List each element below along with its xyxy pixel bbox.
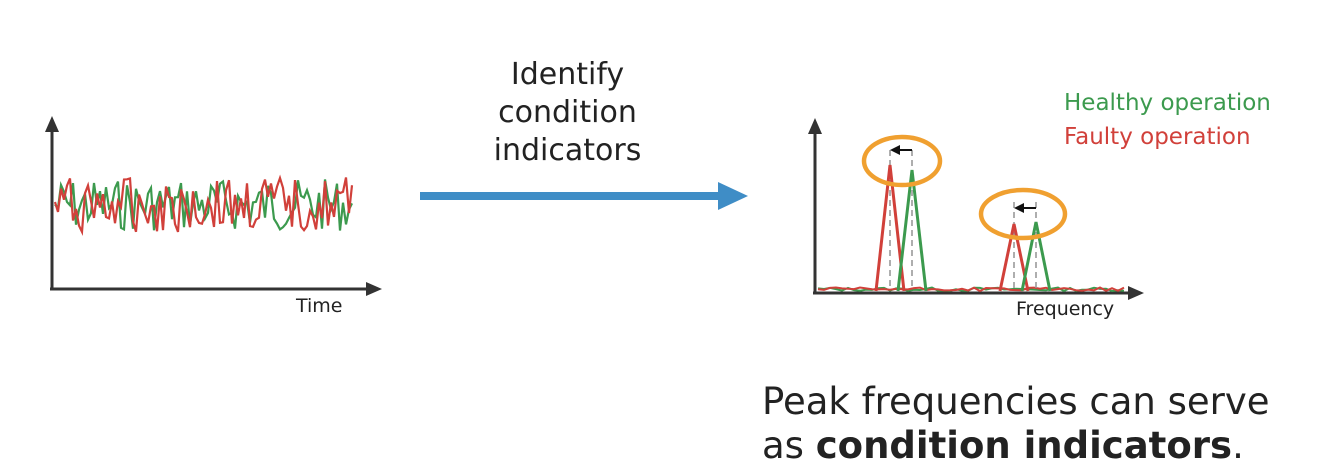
caption-line1: Peak frequencies can serve [762,380,1270,423]
time-x-axis-arrowhead [366,282,382,296]
time-y-axis-arrowhead [45,116,59,132]
peak2-highlight-ellipse [978,187,1068,241]
freq-x-axis-arrowhead [1128,286,1144,300]
time-axis-label: Time [296,295,343,317]
time-signal-faulty [53,174,354,236]
legend-healthy: Healthy operation [1064,90,1271,116]
peak2-faulty [998,223,1030,292]
process-arrow [420,182,748,210]
caption-prefix: as [762,424,816,467]
process-step-label: Identify condition indicators [470,56,665,170]
frequency-axis-label: Frequency [1016,298,1115,320]
legend-faulty: Faulty operation [1064,124,1251,150]
freq-noise-faulty [817,286,1125,293]
caption-suffix: . [1232,424,1244,467]
peak2-healthy [1020,221,1052,292]
step-label-line3: indicators [493,133,642,168]
peak1-highlight-ellipse [861,134,943,188]
peak1-healthy [896,169,928,292]
frequency-domain-plot [808,118,1144,300]
peak1-shift-arrow [890,145,912,155]
peak1-faulty [874,164,906,292]
peak2-shift-arrow [1014,203,1036,213]
time-domain-plot [45,116,382,296]
freq-y-axis-arrowhead [808,118,822,134]
caption-line2: as condition indicators. [762,424,1302,468]
caption-emphasis: condition indicators [815,424,1233,467]
step-label-line2: condition [498,95,637,130]
step-label-line1: Identify [510,57,625,92]
process-arrowhead [718,182,748,210]
caption: Peak frequencies can serve as condition … [762,380,1302,468]
